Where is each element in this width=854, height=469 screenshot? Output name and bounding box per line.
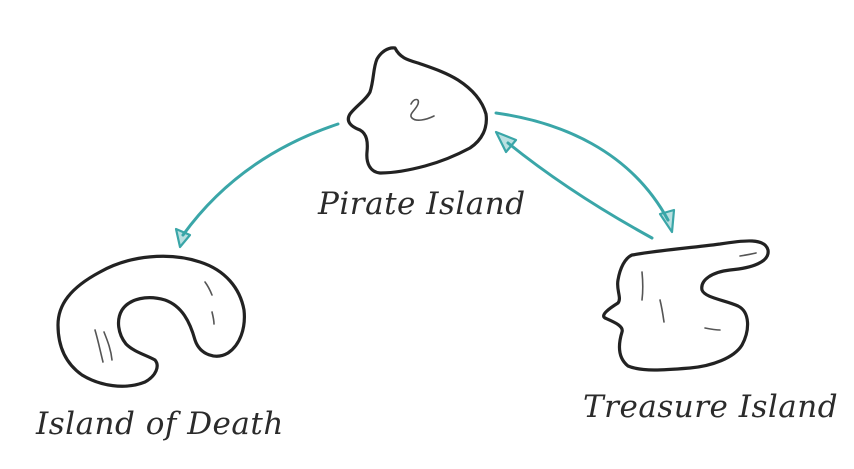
pirate-island-label: Pirate Island	[317, 186, 526, 222]
arrowhead-death-icon	[174, 227, 192, 249]
treasure-island-label: Treasure Island	[583, 389, 838, 425]
death-crack-3-icon	[204, 281, 213, 296]
node-treasure-island: Treasure Island	[583, 239, 838, 425]
pirate-island-outline-icon	[346, 46, 488, 175]
treasure-crack-2-icon	[659, 299, 665, 323]
edges-group	[174, 111, 676, 249]
squiggle-mark-icon	[410, 98, 435, 121]
treasure-crack-1-icon	[641, 271, 644, 301]
death-crack-4-icon	[211, 311, 215, 325]
arrowhead-treasure-icon	[658, 208, 676, 234]
edge-pirate-to-treasure	[494, 111, 670, 222]
arrowhead-pirate-icon	[494, 130, 518, 154]
node-island-of-death: Island of Death	[35, 254, 284, 442]
edge-pirate-to-death	[181, 122, 340, 237]
edge-treasure-to-pirate	[506, 141, 654, 240]
death-crack-1-icon	[94, 329, 104, 363]
death-crack-2-icon	[103, 331, 113, 361]
death-island-outline-icon	[56, 254, 246, 388]
treasure-crack-3-icon	[704, 327, 721, 331]
treasure-island-outline-icon	[602, 239, 770, 372]
node-pirate-island: Pirate Island	[317, 46, 526, 222]
treasure-crack-4-icon	[739, 252, 757, 257]
death-island-label: Island of Death	[35, 406, 284, 442]
